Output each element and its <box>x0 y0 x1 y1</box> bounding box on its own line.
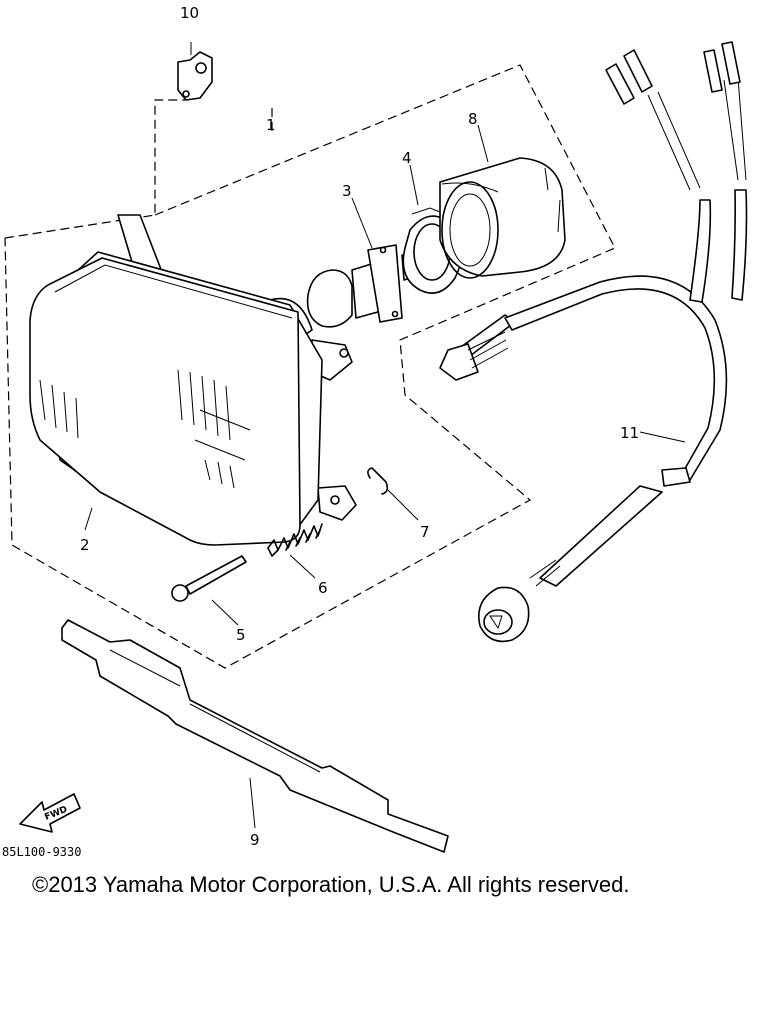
part-spring <box>267 523 323 579</box>
callout-6: 6 <box>318 579 328 597</box>
part-wire-harness <box>439 41 748 643</box>
callout-labels: 10 1 3 4 8 2 7 6 5 11 9 <box>80 4 639 849</box>
callout-5: 5 <box>236 626 246 644</box>
callout-1: 1 <box>266 116 276 134</box>
part-rubber-boot <box>439 124 566 279</box>
part-screw <box>171 555 247 626</box>
copyright-notice: ©2013 Yamaha Motor Corporation, U.S.A. A… <box>32 872 630 897</box>
part-bracket-bar <box>61 619 449 853</box>
callout-4: 4 <box>402 149 412 167</box>
callout-2: 2 <box>80 536 90 554</box>
part-clip <box>367 467 419 521</box>
part-headlight-unit <box>29 214 357 546</box>
callout-10: 10 <box>180 4 199 22</box>
part-clamp <box>177 42 213 101</box>
fwd-arrow-icon: FWD <box>19 793 81 833</box>
assembly-boundary <box>4 64 616 669</box>
callout-3: 3 <box>342 182 352 200</box>
headlight-exploded-diagram: FWD 10 1 3 4 8 2 7 6 5 11 9 85L100-9330 <box>2 4 748 859</box>
callout-9: 9 <box>250 831 260 849</box>
callout-11: 11 <box>620 424 639 442</box>
callout-8: 8 <box>468 110 478 128</box>
part-bulb <box>306 197 421 328</box>
callout-7: 7 <box>420 523 430 541</box>
diagram-code: 85L100-9330 <box>2 845 81 859</box>
